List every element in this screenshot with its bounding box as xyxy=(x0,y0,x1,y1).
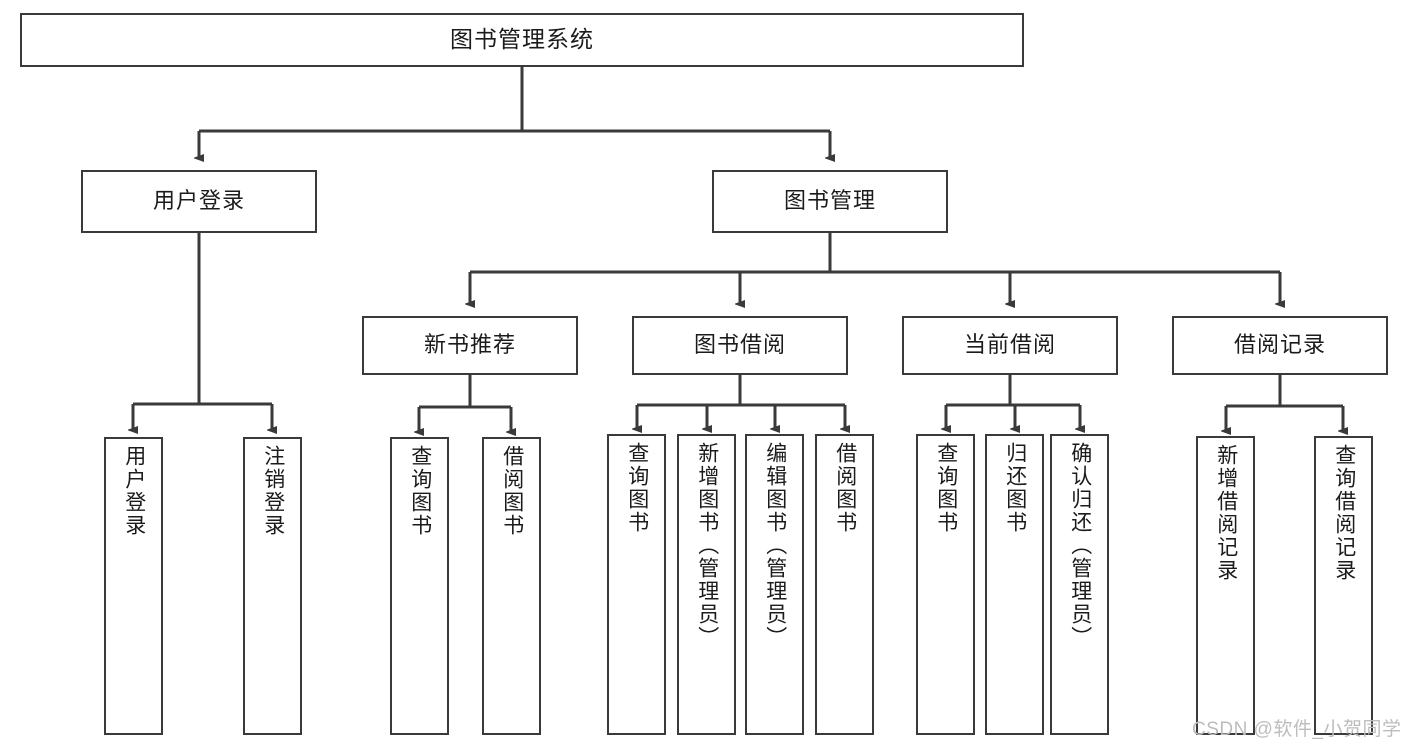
node-book-borrow-label: 图书借阅 xyxy=(693,332,786,358)
node-user-login[interactable]: 用户登录 xyxy=(81,170,317,233)
leaf-edit-book-label: 编辑图书（管理员） xyxy=(763,442,787,649)
leaf-add-record-label: 新增借阅记录 xyxy=(1214,444,1238,582)
leaf-logout-login[interactable]: 注销登录 xyxy=(243,437,302,735)
node-current-borrow[interactable]: 当前借阅 xyxy=(902,316,1118,375)
leaf-borrow-book-1-label: 借阅图书 xyxy=(500,445,524,537)
leaf-query-book-3-label: 查询图书 xyxy=(934,442,958,534)
leaf-query-record-label: 查询借阅记录 xyxy=(1332,444,1356,582)
node-borrow-record-label: 借阅记录 xyxy=(1233,332,1326,358)
leaf-query-book-2[interactable]: 查询图书 xyxy=(607,434,666,735)
leaf-edit-book[interactable]: 编辑图书（管理员） xyxy=(745,434,804,735)
leaf-query-book-3[interactable]: 查询图书 xyxy=(916,434,975,735)
leaf-query-book-2-label: 查询图书 xyxy=(625,442,649,534)
leaf-add-record[interactable]: 新增借阅记录 xyxy=(1196,436,1255,735)
watermark-text: CSDN @软件_小贺同学 xyxy=(1192,719,1402,740)
leaf-add-book-label: 新增图书（管理员） xyxy=(695,442,719,649)
leaf-borrow-book-1[interactable]: 借阅图书 xyxy=(482,437,541,735)
leaf-query-book-1-label: 查询图书 xyxy=(408,445,432,537)
leaf-borrow-book-2[interactable]: 借阅图书 xyxy=(815,434,874,735)
node-new-book-recommend-label: 新书推荐 xyxy=(423,332,516,358)
node-new-book-recommend[interactable]: 新书推荐 xyxy=(362,316,578,375)
node-root[interactable]: 图书管理系统 xyxy=(20,13,1024,67)
leaf-logout-login-label: 注销登录 xyxy=(261,445,285,537)
leaf-borrow-book-2-label: 借阅图书 xyxy=(833,442,857,534)
node-root-label: 图书管理系统 xyxy=(450,26,594,53)
leaf-confirm-return-label: 确认归还（管理员） xyxy=(1068,442,1092,649)
node-borrow-record[interactable]: 借阅记录 xyxy=(1172,316,1388,375)
leaf-user-login-label: 用户登录 xyxy=(122,445,146,537)
node-book-manage-label: 图书管理 xyxy=(783,188,876,214)
leaf-query-book-1[interactable]: 查询图书 xyxy=(390,437,449,735)
leaf-add-book[interactable]: 新增图书（管理员） xyxy=(677,434,736,735)
leaf-confirm-return[interactable]: 确认归还（管理员） xyxy=(1050,434,1109,735)
node-book-borrow[interactable]: 图书借阅 xyxy=(632,316,848,375)
node-current-borrow-label: 当前借阅 xyxy=(963,332,1056,358)
leaf-user-login[interactable]: 用户登录 xyxy=(104,437,163,735)
leaf-return-book[interactable]: 归还图书 xyxy=(985,434,1044,735)
node-book-manage[interactable]: 图书管理 xyxy=(712,170,948,233)
leaf-return-book-label: 归还图书 xyxy=(1003,442,1027,534)
node-user-login-label: 用户登录 xyxy=(152,188,245,214)
leaf-query-record[interactable]: 查询借阅记录 xyxy=(1314,436,1373,735)
